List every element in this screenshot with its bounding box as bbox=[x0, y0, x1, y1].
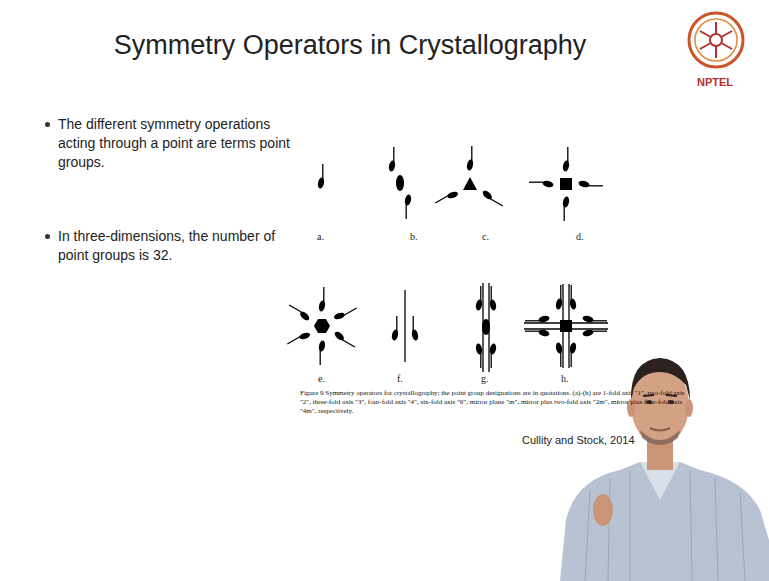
two-fold-axis bbox=[388, 147, 412, 219]
figure-caption: Figure 9 Symmetry operators for crystall… bbox=[300, 389, 695, 416]
slide-title: Symmetry Operators in Crystallography bbox=[0, 30, 700, 61]
three-fold-axis bbox=[434, 146, 506, 208]
panel-letter: f. bbox=[397, 373, 403, 384]
bullet-dot bbox=[45, 122, 50, 127]
mirror-plane bbox=[391, 290, 419, 362]
one-fold-axis bbox=[317, 164, 325, 189]
panel-letter: g. bbox=[481, 373, 489, 384]
six-fold-axis bbox=[286, 287, 358, 365]
bullet-dot bbox=[45, 234, 50, 239]
panel-letter: d. bbox=[576, 231, 584, 242]
mirror-four-fold bbox=[524, 284, 608, 368]
panel-letter: e. bbox=[318, 373, 325, 384]
logo-text: NPTEL bbox=[697, 76, 733, 88]
nptel-logo bbox=[689, 13, 743, 67]
citation: Cullity and Stock, 2014 bbox=[522, 434, 635, 446]
panel-letter: b. bbox=[410, 231, 418, 242]
panel-letter: c. bbox=[482, 231, 489, 242]
bullet-text: The different symmetry operations acting… bbox=[58, 115, 293, 172]
bullet-text: In three-dimensions, the number of point… bbox=[58, 227, 293, 265]
panel-letter: a. bbox=[317, 231, 324, 242]
four-fold-axis bbox=[529, 147, 603, 221]
panel-letter: h. bbox=[561, 373, 569, 384]
mirror-two-fold bbox=[475, 283, 497, 372]
